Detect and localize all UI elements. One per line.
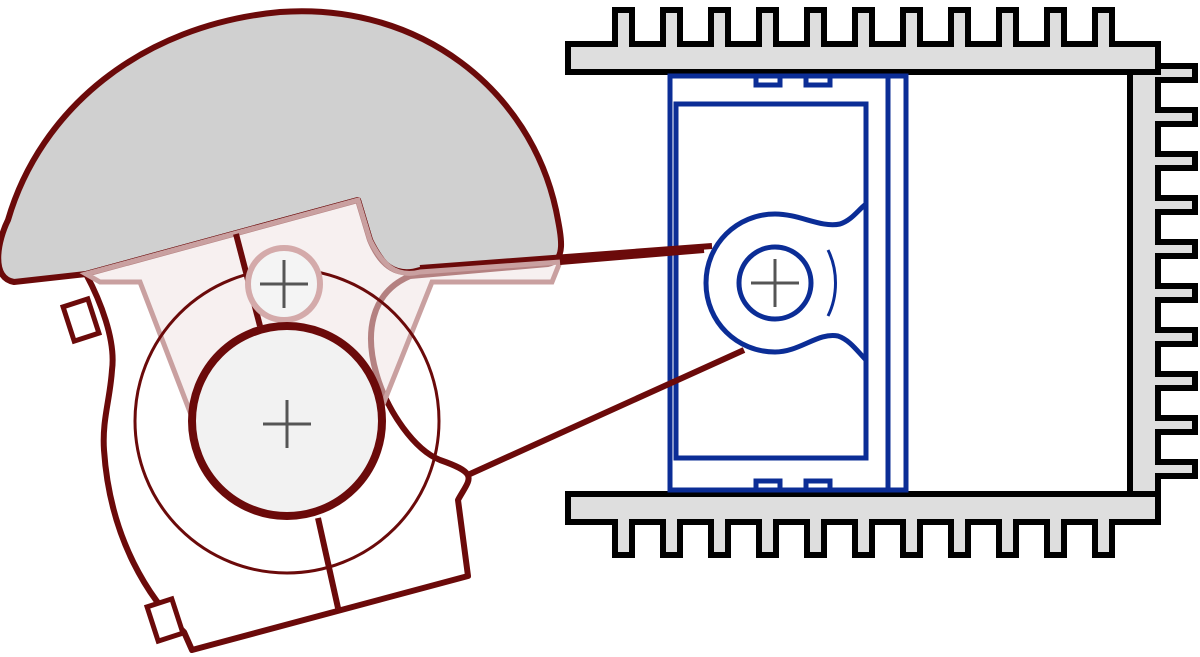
rod-link-faded (559, 247, 705, 265)
main-journal-center-mark (263, 400, 311, 448)
crank-bolt-tab-top (59, 295, 103, 345)
piston-ring-bottom-2 (803, 478, 833, 493)
piston-ring-top-2 (803, 73, 833, 88)
connecting-rod-shank (419, 243, 746, 477)
cylinder-wall-bottom (565, 491, 1161, 558)
cylinder-head (1127, 44, 1198, 497)
piston-pin-boss-rib (826, 249, 837, 317)
counterweight-ghost-outline (79, 196, 564, 415)
crank-cap-split-bottom (315, 517, 341, 609)
center-marks (260, 259, 799, 448)
crank-bolt-tab-bottom (143, 595, 187, 645)
cylinder (565, 7, 1198, 558)
wrist-pin-center-mark (751, 259, 799, 307)
crank-pin-center-mark (260, 260, 308, 308)
piston-ring-top-1 (753, 73, 783, 88)
piston-ring-bottom-1 (753, 478, 783, 493)
cylinder-wall-top (565, 7, 1161, 75)
